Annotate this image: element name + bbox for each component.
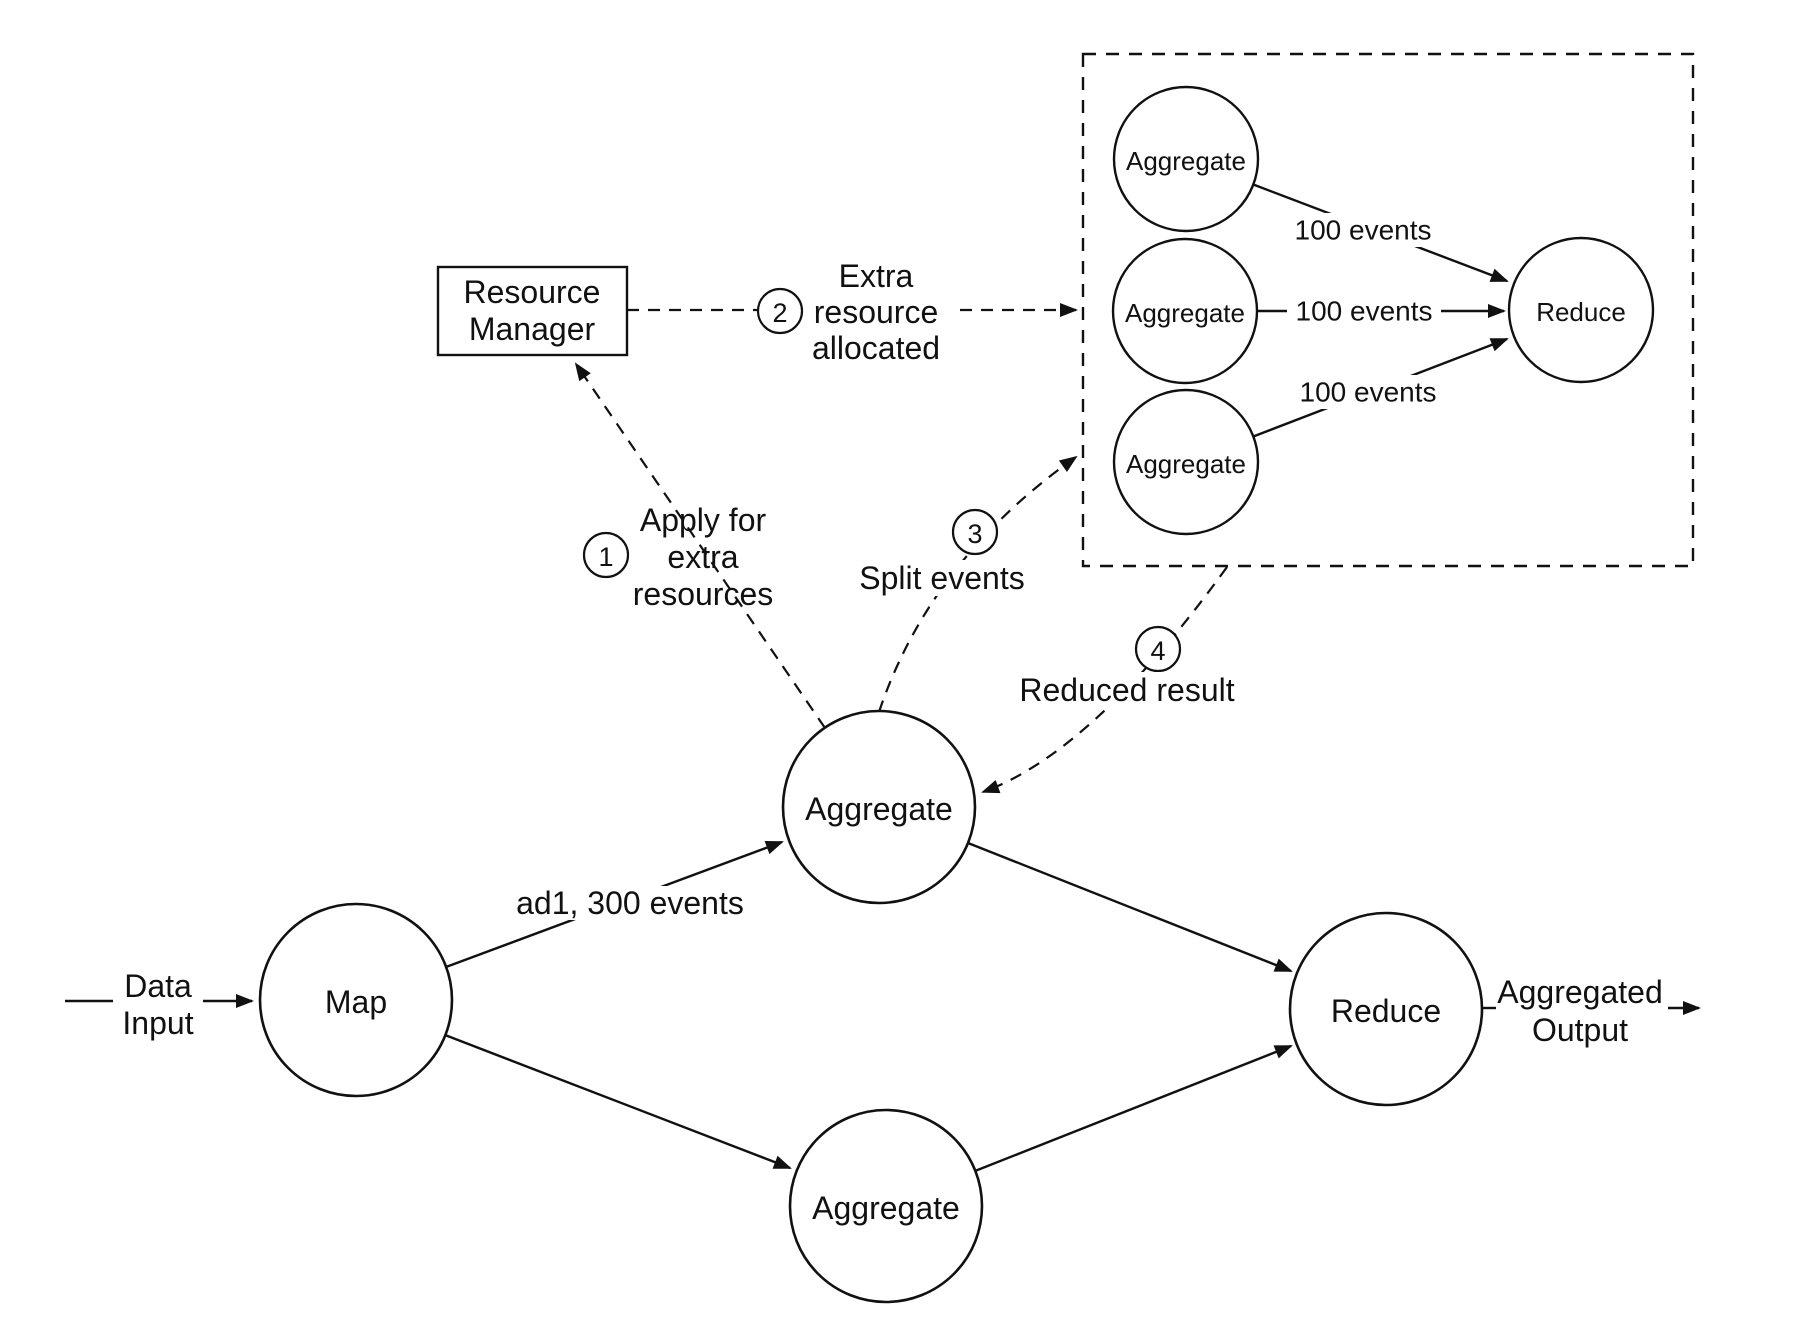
step-2: 2 Extra resource allocated bbox=[756, 258, 940, 366]
step-3-number: 3 bbox=[967, 519, 982, 549]
step-1-caption-line2: extra bbox=[667, 539, 738, 575]
100-events-1-label-bg bbox=[1286, 213, 1440, 247]
map-label: Map bbox=[325, 984, 387, 1020]
node-aggregate-bottom: Aggregate bbox=[788, 1108, 984, 1304]
aggregated-output-label-line2: Output bbox=[1532, 1012, 1628, 1048]
box-aggregate-3-label: Aggregate bbox=[1126, 449, 1246, 479]
aggregate-top-label: Aggregate bbox=[805, 791, 953, 827]
node-aggregate-top: Aggregate bbox=[781, 709, 977, 905]
aggregate-top-circle bbox=[781, 709, 977, 905]
node-box-reduce: Reduce bbox=[1507, 236, 1655, 384]
step-2-caption-line3: allocated bbox=[812, 330, 940, 366]
step-4-caption-bg bbox=[1010, 672, 1244, 708]
label-data-input: Data Input bbox=[122, 968, 193, 1041]
step-4-caption: Reduced result bbox=[1019, 672, 1234, 708]
step-3: 3 Split events bbox=[850, 508, 1034, 596]
step-1-circle bbox=[582, 531, 630, 579]
box-aggregate-2-label: Aggregate bbox=[1125, 298, 1245, 328]
label-aggregated-output: Aggregated Output bbox=[1497, 974, 1662, 1048]
100-events-1-label: 100 events bbox=[1295, 215, 1432, 246]
step-1-caption-line3: resources bbox=[633, 576, 774, 612]
reduce-label: Reduce bbox=[1331, 993, 1441, 1029]
aggregate-bottom-to-reduce-arrow bbox=[974, 1044, 1293, 1173]
node-map: Map bbox=[258, 902, 454, 1098]
box-reduce-label: Reduce bbox=[1536, 297, 1626, 327]
split-events-dashed-arrow bbox=[877, 455, 1078, 713]
node-box-aggregate-1: Aggregate bbox=[1112, 85, 1260, 233]
step-1-caption-line1: Apply for bbox=[640, 502, 767, 538]
ad1-300-events-label-bg bbox=[505, 886, 755, 920]
label-100-events-2: 100 events bbox=[1287, 294, 1441, 328]
map-to-aggregate-bottom-arrow bbox=[444, 1033, 792, 1170]
resource-manager-label-line2: Manager bbox=[469, 311, 596, 347]
step-1: 1 Apply for extra resources bbox=[582, 502, 774, 612]
box-aggregate-1-label: Aggregate bbox=[1126, 146, 1246, 176]
map-circle bbox=[258, 902, 454, 1098]
node-box-aggregate-3: Aggregate bbox=[1112, 388, 1260, 536]
node-reduce: Reduce bbox=[1288, 911, 1484, 1107]
allocated-resources-box bbox=[1081, 52, 1695, 568]
aggregate-top-to-reduce-arrow bbox=[967, 841, 1293, 973]
box-aggregate-2-circle bbox=[1111, 237, 1259, 385]
aggregated-output-label-line1: Aggregated bbox=[1497, 974, 1662, 1010]
node-resource-manager: Resource Manager bbox=[436, 265, 629, 357]
step-3-caption-bg bbox=[850, 560, 1034, 596]
node-box-aggregate-2: Aggregate bbox=[1111, 237, 1259, 385]
step-2-circle bbox=[756, 287, 804, 335]
step-4-number: 4 bbox=[1150, 636, 1165, 666]
step-2-caption-line2: resource bbox=[814, 294, 939, 330]
label-100-events-1: 100 events bbox=[1286, 213, 1440, 247]
apply-for-resources-dashed-arrow bbox=[574, 362, 826, 729]
100-events-2-label: 100 events bbox=[1296, 296, 1433, 327]
step-2-caption-line1: Extra bbox=[839, 258, 914, 294]
label-ad1-300-events: ad1, 300 events bbox=[505, 885, 755, 921]
box-aggregate-1-circle bbox=[1112, 85, 1260, 233]
reduced-result-dashed-arrow bbox=[981, 566, 1228, 794]
data-input-label-line1: Data bbox=[124, 968, 192, 1004]
data-input-label-line2: Input bbox=[122, 1005, 193, 1041]
100-events-3-label-bg bbox=[1291, 375, 1445, 409]
ad1-300-events-label: ad1, 300 events bbox=[516, 885, 744, 921]
step-2-number: 2 bbox=[772, 298, 787, 328]
100-events-2-label-bg bbox=[1287, 294, 1441, 328]
reduce-circle bbox=[1288, 911, 1484, 1107]
step-4-circle bbox=[1134, 625, 1182, 673]
label-100-events-3: 100 events bbox=[1291, 375, 1445, 409]
aggregate-bottom-label: Aggregate bbox=[812, 1190, 960, 1226]
resource-manager-label-line1: Resource bbox=[464, 274, 601, 310]
100-events-3-label: 100 events bbox=[1300, 377, 1437, 408]
edges bbox=[65, 182, 1701, 1173]
step-3-caption: Split events bbox=[859, 560, 1024, 596]
step-1-number: 1 bbox=[598, 542, 613, 572]
step-4: 4 Reduced result bbox=[1010, 625, 1244, 708]
resource-manager-box bbox=[436, 265, 629, 357]
box-aggregate-3-circle bbox=[1112, 388, 1260, 536]
step-3-circle bbox=[951, 508, 999, 556]
aggregate-bottom-circle bbox=[788, 1108, 984, 1304]
box-reduce-circle bbox=[1507, 236, 1655, 384]
